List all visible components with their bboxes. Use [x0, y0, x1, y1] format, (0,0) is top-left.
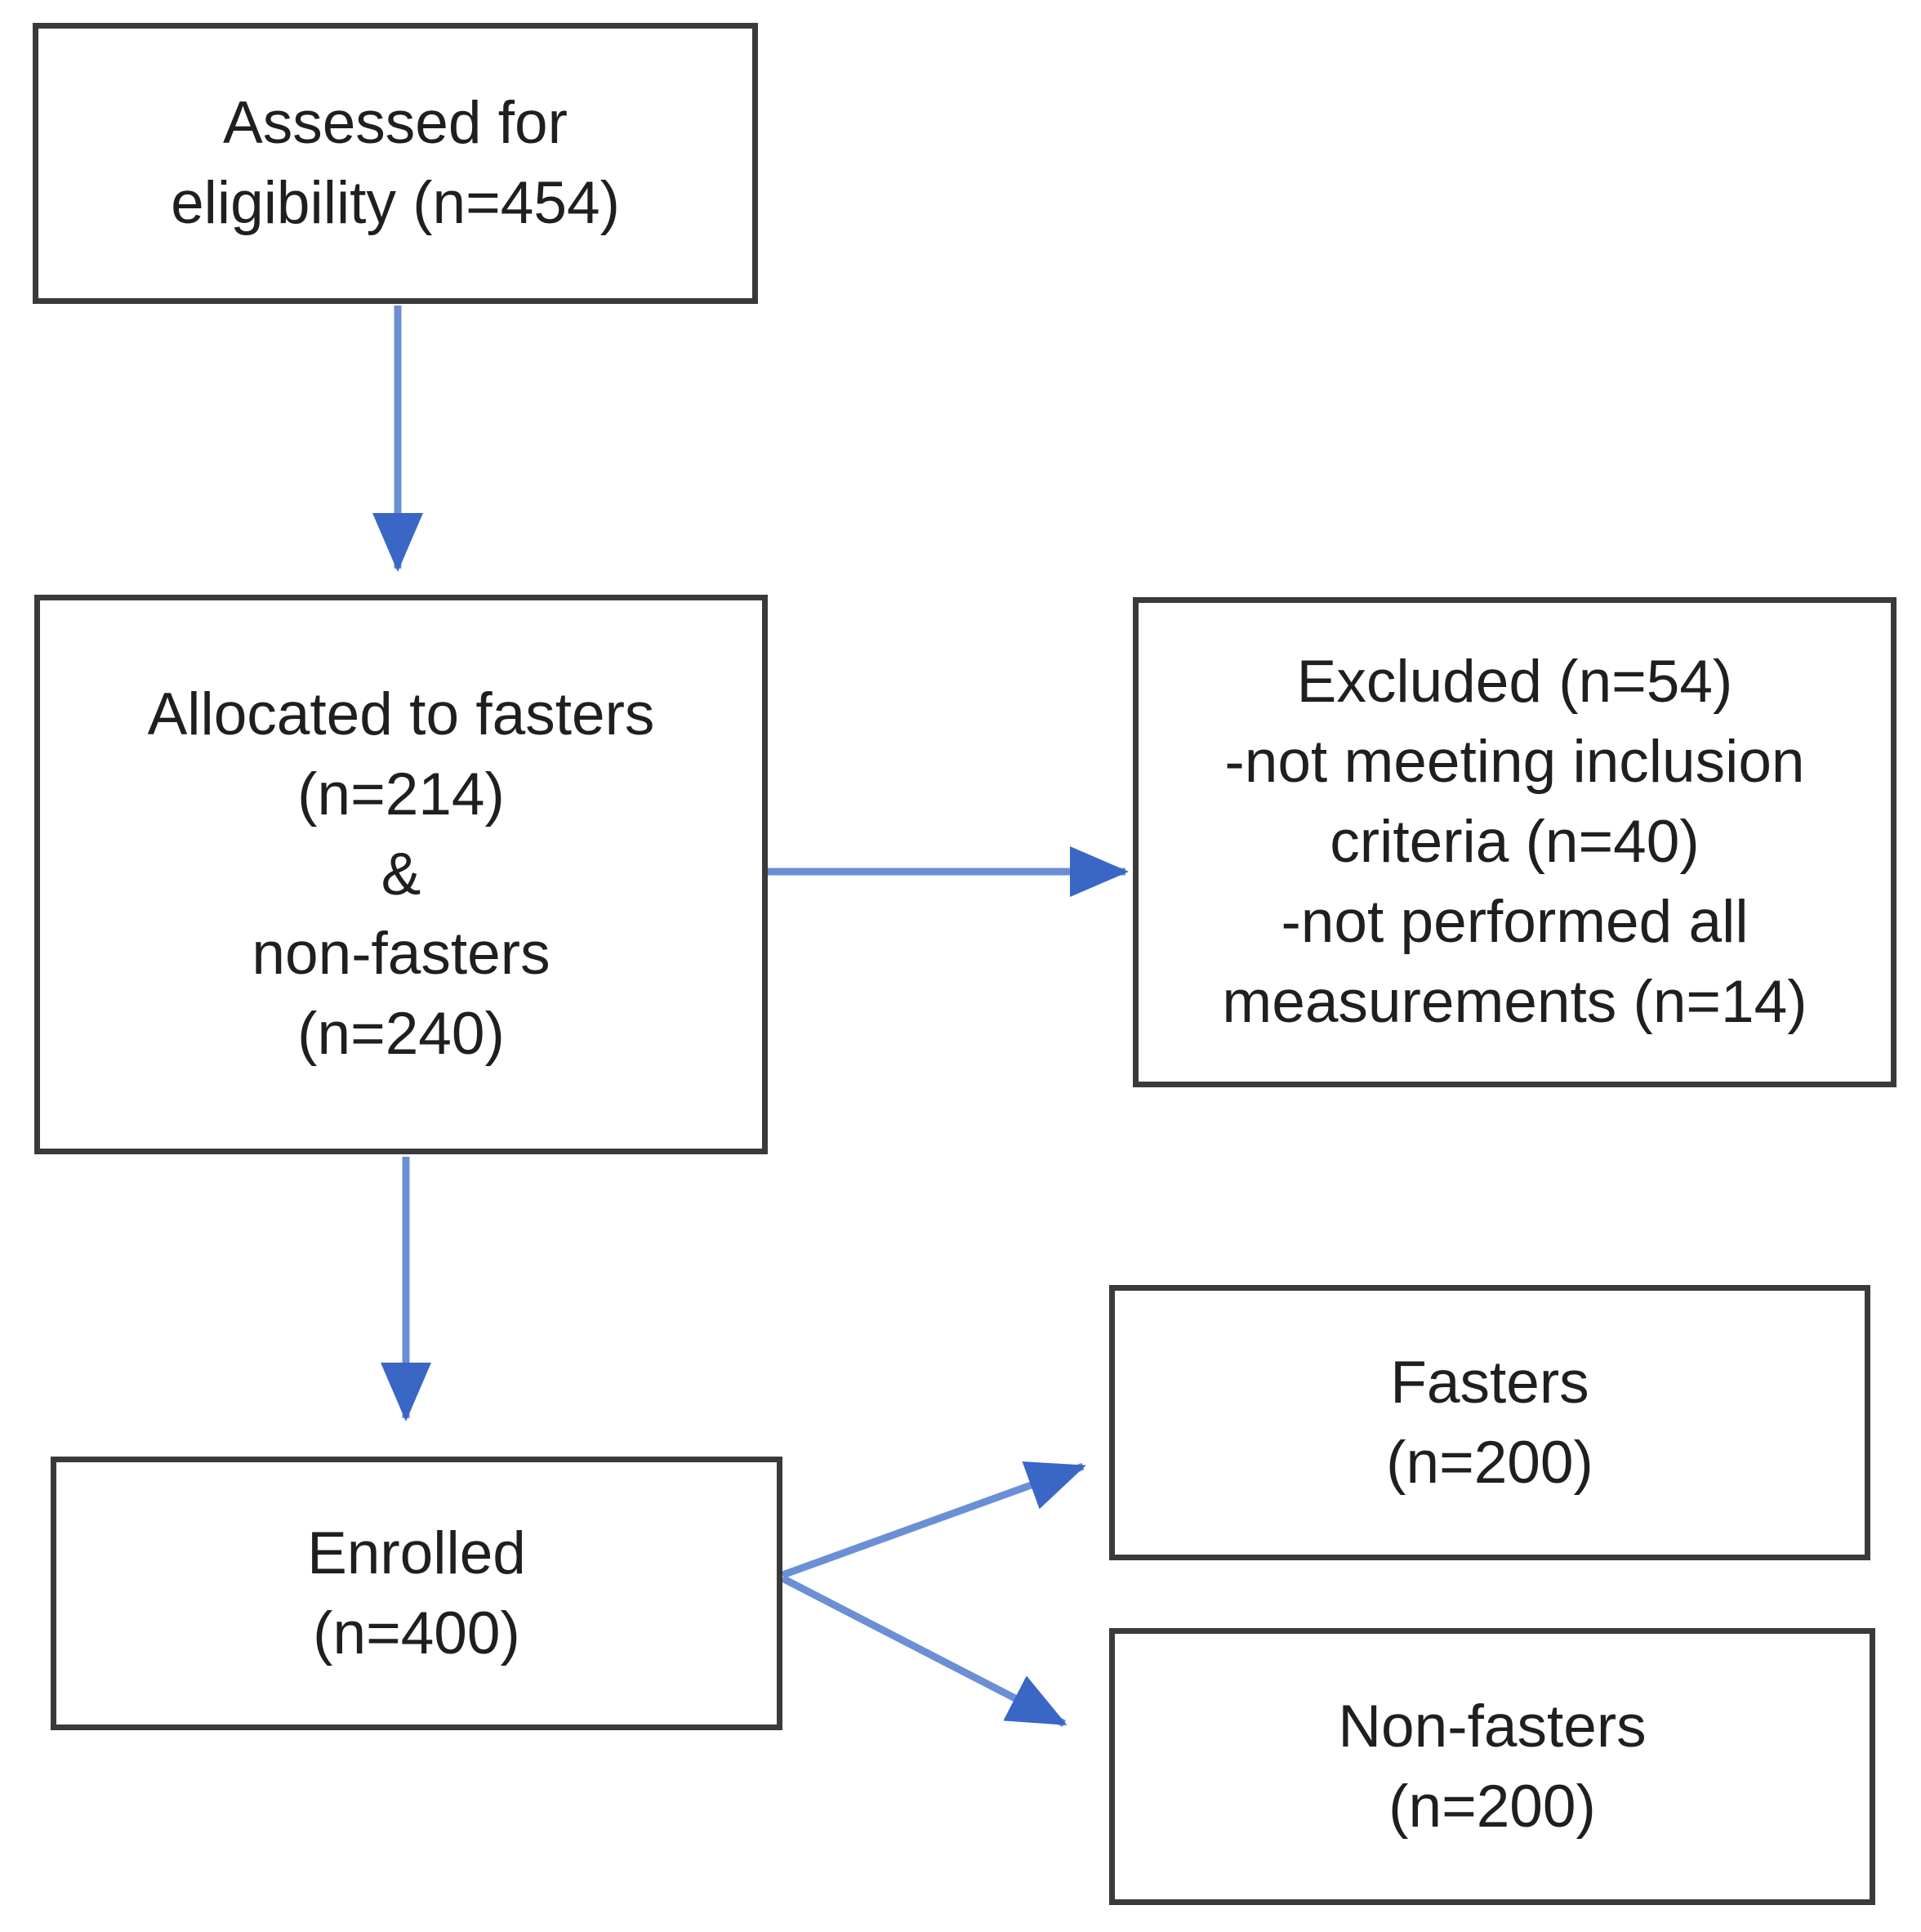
enrolled-label: Enrolled (n=400)	[307, 1519, 526, 1667]
assessed-label: Assessed for eligibility (n=454)	[171, 90, 620, 236]
flow-box-allocated: Allocated to fasters (n=214) & non-faste…	[34, 595, 768, 1154]
flow-box-excluded: Excluded (n=54) -not meeting inclusion c…	[1133, 597, 1896, 1087]
arrow-enrolled-to-fasters	[781, 1461, 1086, 1579]
flow-box-non-fasters: Non-fasters (n=200)	[1109, 1628, 1875, 1905]
flow-box-assessed-for-eligibility: Assessed for eligibility (n=454)	[33, 23, 758, 304]
fasters-label: Fasters (n=200)	[1386, 1349, 1593, 1496]
excluded-label: Excluded (n=54) -not meeting inclusion c…	[1222, 649, 1807, 1035]
arrow-enrolled-to-non-fasters	[780, 1575, 1067, 1727]
flow-box-fasters: Fasters (n=200)	[1109, 1285, 1870, 1560]
flow-box-enrolled: Enrolled (n=400)	[51, 1457, 782, 1730]
allocated-label: Allocated to fasters (n=214) & non-faste…	[147, 680, 655, 1068]
non-fasters-label: Non-fasters (n=200)	[1338, 1693, 1647, 1840]
